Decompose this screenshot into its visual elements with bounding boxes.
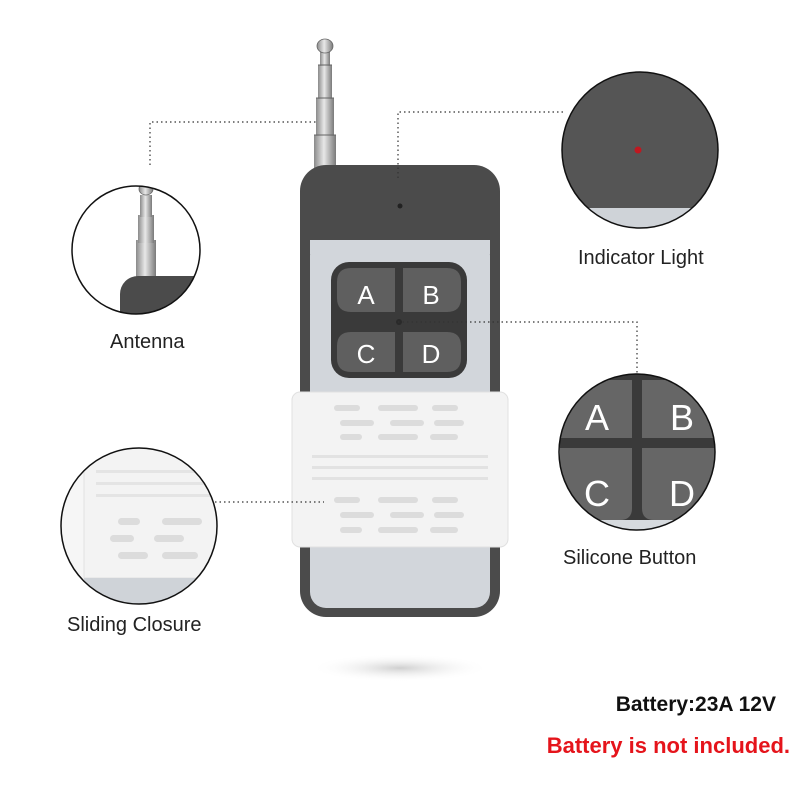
antenna xyxy=(314,38,336,170)
sliding-closure xyxy=(291,391,509,548)
battery-spec: Battery:23A 12V xyxy=(615,693,776,716)
indicator-light-label: Indicator Light xyxy=(578,247,704,269)
battery-warning: Battery is not included. xyxy=(546,733,790,758)
zoom-button-d-label: D xyxy=(669,473,695,514)
floor-shadow xyxy=(310,654,490,682)
leader-lines xyxy=(149,111,638,503)
button-a xyxy=(337,268,395,312)
button-d xyxy=(403,332,461,372)
button-b xyxy=(403,268,461,312)
button-c-label: C xyxy=(357,339,376,369)
sliding-closure-label: Sliding Closure xyxy=(67,614,202,636)
callout-closure-circle xyxy=(60,447,218,605)
indicator-light-dot xyxy=(634,146,642,154)
silicone-button-label: Silicone Button xyxy=(563,547,697,569)
callout-silicone-circle: A B C D xyxy=(558,373,716,531)
callout-antenna-circle xyxy=(71,185,201,315)
button-d-label: D xyxy=(422,339,441,369)
callout-indicator-circle xyxy=(561,71,719,229)
antenna-label: Antenna xyxy=(110,331,185,353)
button-b-label: B xyxy=(422,280,439,310)
remote-buttons: A B C D xyxy=(337,268,461,372)
indicator-led xyxy=(397,203,403,209)
zoom-button-c-label: C xyxy=(584,473,610,514)
button-c xyxy=(337,332,395,372)
zoom-button-a-label: A xyxy=(585,397,609,438)
button-a-label: A xyxy=(357,280,375,310)
zoom-button-b-label: B xyxy=(670,397,694,438)
